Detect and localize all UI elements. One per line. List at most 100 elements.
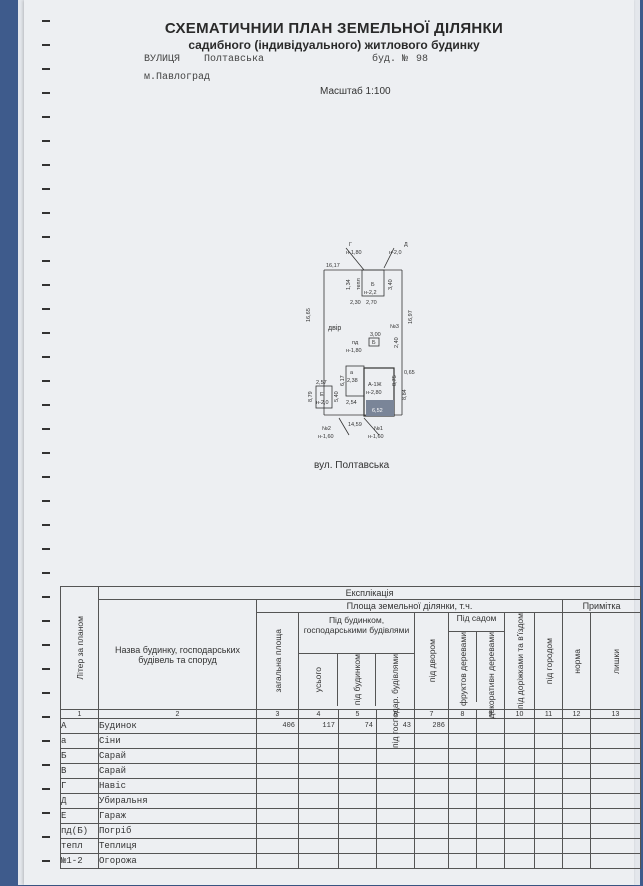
row-empty-cell <box>476 748 505 765</box>
row-empty-cell <box>476 793 505 810</box>
row-empty-cell <box>504 763 535 780</box>
plan-dim-875: 8,75 <box>392 375 398 386</box>
column-number: 3 <box>256 709 299 720</box>
row-empty-cell <box>504 733 535 750</box>
binding-mark <box>42 476 50 478</box>
row-empty-cell <box>476 853 505 870</box>
row-all <box>298 793 339 810</box>
plan-dim-300: 3,00 <box>370 332 381 338</box>
plan-b-label: Б <box>371 282 375 288</box>
document-title: СХЕМАТИЧНИИ ПЛАН ЗЕМЕЛЬНОЇ ДІЛЯНКИ <box>164 20 504 37</box>
binding-mark <box>42 524 50 526</box>
row-empty-cell <box>448 748 477 765</box>
row-total <box>256 748 299 765</box>
binding-mark <box>42 716 50 718</box>
plan-b-level: н-2,2 <box>364 290 377 296</box>
plan-d-level: н-2,0 <box>389 250 402 256</box>
row-empty-cell <box>534 778 563 795</box>
site-plan: Г н-1,80 Д н-2,0 16,17 16,65 16,97 двір … <box>306 242 415 440</box>
street-label: ВУЛИЦЯ <box>144 54 181 65</box>
binding-mark <box>42 692 50 694</box>
row-empty-cell <box>448 823 477 840</box>
plan-yard: двір <box>328 324 341 332</box>
plan-n3: №3 <box>390 324 399 330</box>
row-empty-cell <box>504 748 535 765</box>
house-number: 98 <box>416 54 429 65</box>
row-name: Сіни <box>98 733 257 750</box>
row-empty-cell <box>534 718 563 735</box>
table-row: пд(Б)Погріб <box>60 823 642 840</box>
plan-left-height: 16,65 <box>306 308 312 322</box>
row-all <box>298 748 339 765</box>
row-empty-cell <box>448 763 477 780</box>
row-empty-cell <box>448 718 477 735</box>
row-out <box>376 823 415 840</box>
row-empty-cell <box>504 853 535 870</box>
binding-mark <box>42 116 50 118</box>
plan-dim-617: 6,17 <box>340 375 346 386</box>
row-total <box>256 733 299 750</box>
table-title: Експлікація <box>97 586 642 600</box>
explication-table: Літер за планом Експлікація Назва будинк… <box>60 585 642 886</box>
row-yard <box>414 763 449 780</box>
binding-mark <box>42 620 50 622</box>
row-empty-cell <box>562 763 591 780</box>
row-liter: Д <box>60 793 99 810</box>
binding-holes <box>38 20 58 880</box>
plan-dim-134: 1,34 <box>346 279 352 290</box>
plan-g-label: Г <box>349 242 352 248</box>
row-empty-cell <box>534 793 563 810</box>
plan-dim-879: 8,79 <box>308 391 314 402</box>
binding-mark <box>42 812 50 814</box>
row-empty-cell <box>562 808 591 825</box>
row-empty-cell <box>562 778 591 795</box>
row-empty-cell <box>476 718 505 735</box>
col-excess: лишки <box>589 611 642 711</box>
plan-a-label: а <box>350 370 354 376</box>
row-empty-cell <box>534 763 563 780</box>
binding-mark <box>42 500 50 502</box>
row-yard <box>414 748 449 765</box>
row-empty-cell <box>476 823 505 840</box>
row-out <box>376 808 415 825</box>
row-name: Теплиця <box>98 838 257 855</box>
row-total <box>256 838 299 855</box>
row-total <box>256 808 299 825</box>
binding-mark <box>42 572 50 574</box>
row-empty-cell <box>562 733 591 750</box>
plan-n1: №1 <box>374 426 383 432</box>
column-number: 7 <box>414 709 449 720</box>
plan-dim-065: 0,65 <box>404 370 415 376</box>
plan-top-width: 16,17 <box>326 263 340 269</box>
row-total <box>256 793 299 810</box>
binding-mark <box>42 92 50 94</box>
row-house <box>338 808 377 825</box>
binding-mark <box>42 164 50 166</box>
plan-house-label: А-1Ж <box>368 382 382 388</box>
row-empty-cell <box>589 838 642 855</box>
binding-mark <box>42 188 50 190</box>
row-yard <box>414 823 449 840</box>
binding-mark <box>42 668 50 670</box>
row-total <box>256 823 299 840</box>
column-number: 10 <box>504 709 535 720</box>
binding-mark <box>42 596 50 598</box>
row-house <box>338 823 377 840</box>
row-total <box>256 853 299 870</box>
row-empty-cell <box>562 718 591 735</box>
binding-mark <box>42 548 50 550</box>
column-number: 11 <box>534 709 563 720</box>
row-empty-cell <box>504 718 535 735</box>
col-house: під будинком <box>351 654 362 706</box>
plan-dim-1459: 14,59 <box>348 422 362 428</box>
row-empty-cell <box>534 853 563 870</box>
binding-mark <box>42 236 50 238</box>
row-empty-cell <box>562 748 591 765</box>
col-norm: норма <box>562 611 591 711</box>
plan-dim-257: 2,57 <box>316 380 327 386</box>
binding-mark <box>42 356 50 358</box>
area-header: Площа земельної ділянки, т.ч. <box>256 599 563 613</box>
